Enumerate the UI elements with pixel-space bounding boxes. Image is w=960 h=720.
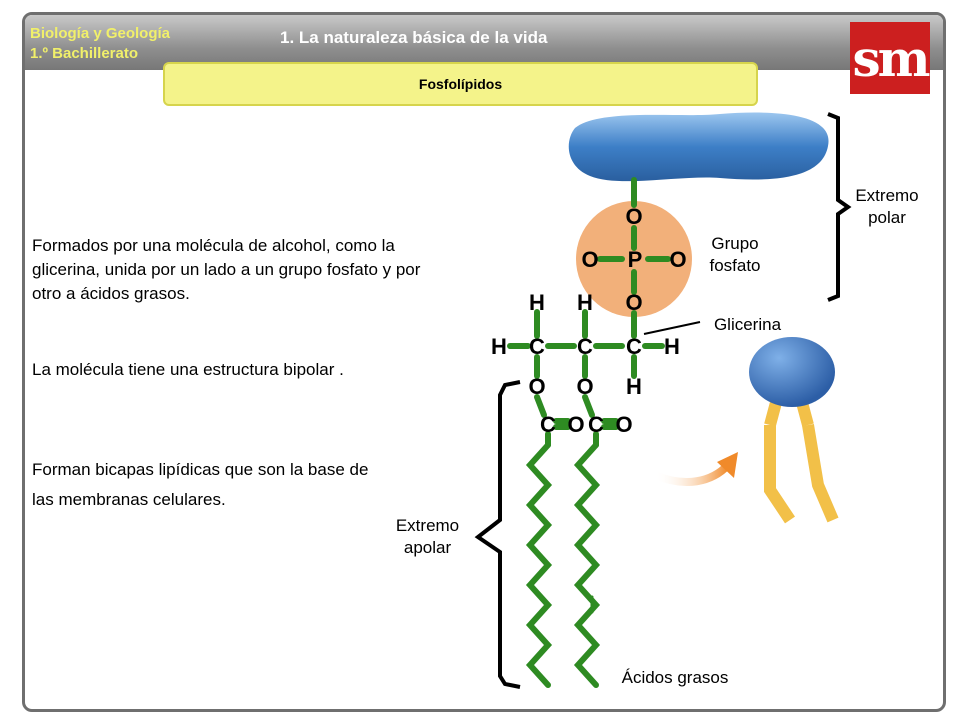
- atom-carbon: C: [588, 412, 604, 437]
- atom-oxygen: O: [615, 412, 632, 437]
- subject-label: Biología y Geología 1.º Bachillerato: [30, 24, 170, 64]
- acidos-grasos-label: Ácidos grasos: [621, 668, 729, 687]
- phospholipid-icon: [749, 337, 839, 524]
- atom-carbon: C: [626, 334, 642, 359]
- bilayer-paragraph: Forman bicapas lipídicas que son la base…: [32, 460, 369, 509]
- bipolar-paragraph: La molécula tiene una estructura bipolar…: [32, 360, 344, 379]
- phosphate-group-circle: [576, 201, 692, 317]
- atom-oxygen: O: [576, 374, 593, 399]
- fatty-acid-chain-2: [573, 442, 601, 688]
- polar-brace: [827, 112, 852, 302]
- atom-oxygen: O: [528, 374, 545, 399]
- extremo-polar-label: Extremo polar: [855, 186, 919, 227]
- extremo-apolar-label: Extremo apolar: [395, 516, 460, 557]
- atom-hydrogen: H: [529, 290, 545, 315]
- atom-carbon: C: [540, 412, 556, 437]
- topic-title: Fosfolípidos: [163, 62, 758, 106]
- molecular-bonds: [507, 177, 671, 688]
- apolar-brace: [474, 380, 521, 689]
- glicerina-pointer-line: [643, 321, 701, 335]
- grupo-fosfato-label: Grupo fosfato: [709, 234, 761, 275]
- publisher-logo: sm: [850, 22, 931, 94]
- atom-labels: O O P O O H H H C C C H O O H C O C O: [491, 204, 687, 437]
- atom-hydrogen: H: [626, 374, 642, 399]
- atom-oxygen: O: [567, 412, 584, 437]
- fatty-acid-chain-1: [525, 442, 553, 688]
- header-band: [25, 15, 943, 70]
- atom-hydrogen: H: [491, 334, 507, 359]
- course-name: 1.º Bachillerato: [30, 45, 139, 62]
- arrow-head: [717, 452, 738, 478]
- chapter-title: 1. La naturaleza básica de la vida: [280, 28, 548, 47]
- definition-paragraph: Formados por una molécula de alcohol, co…: [32, 236, 421, 303]
- atom-oxygen: O: [625, 204, 642, 229]
- atom-phosphorus: P: [628, 247, 643, 272]
- subject-name: Biología y Geología: [30, 25, 171, 42]
- curved-arrow-icon: [653, 462, 731, 486]
- atom-carbon: C: [529, 334, 545, 359]
- atom-oxygen: O: [625, 290, 642, 315]
- atom-hydrogen: H: [577, 290, 593, 315]
- polar-head-shape: [568, 112, 829, 182]
- atom-oxygen: O: [669, 247, 686, 272]
- glicerina-label: Glicerina: [713, 315, 782, 334]
- atom-carbon: C: [577, 334, 593, 359]
- atom-oxygen: O: [581, 247, 598, 272]
- atom-hydrogen: H: [664, 334, 680, 359]
